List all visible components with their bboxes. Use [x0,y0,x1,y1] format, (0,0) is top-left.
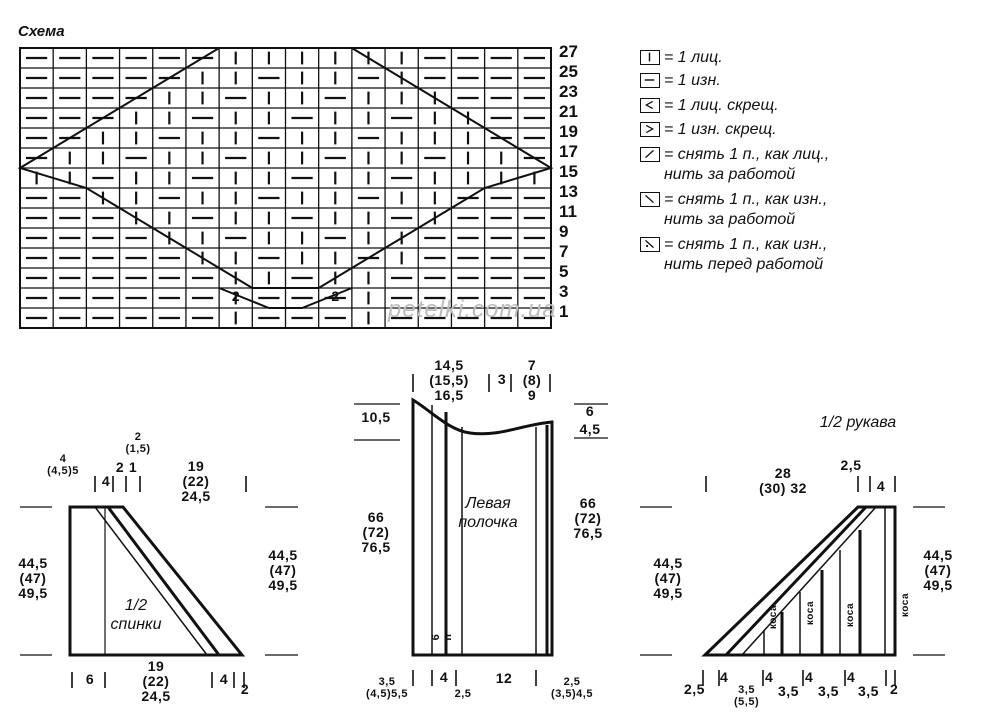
back-top-small-3: 1 [128,459,138,475]
row-number: 13 [559,182,578,201]
front-right-height: 66 (72) 76,5 [573,495,603,541]
row-number: 17 [559,142,578,161]
row-number: 23 [559,82,578,101]
sleeve-bottom-dim: 4 [720,669,729,685]
sleeve-right-height: 44,5 (47) 49,5 [923,547,953,593]
legend-text: = 1 изн. скрещ. [664,121,777,138]
back-top-right-dim: 19 (22) 24,5 [181,458,211,504]
back-bottom-left: 6 [85,671,95,687]
row-number: 7 [559,242,569,261]
row-number: 15 [559,162,578,181]
row-number: 9 [559,222,569,241]
back-top-small-1: 4 [101,473,111,489]
sleeve-band-line [741,506,877,656]
sleeve-band-label: коса [900,592,911,618]
back-bottom-right-2: 2 [240,681,250,697]
knit-symbol-icon [640,50,660,65]
slip-purl-front-symbol-icon [640,237,660,252]
back-right-height: 44,5 (47) 49,5 [268,547,298,593]
back-band-line [94,506,208,656]
sleeve-label: 1/2 рукава [819,414,897,431]
legend-item: = снять 1 п., как изн., нить за работой [640,190,827,230]
watermark: petelki.com.ua [388,296,557,323]
cable-cross-line [218,287,353,309]
back-label: 1/2 спинки [110,597,162,633]
sleeve-left-height: 44,5 (47) 49,5 [653,555,683,601]
legend-item: = снять 1 п., как изн., нить перед работ… [640,235,827,275]
sleeve-bottom-dim: 3,5 (5,5) [734,684,760,708]
sleeve-bottom-dim: 4 [847,669,856,685]
row-number: 25 [559,62,578,81]
front-top-dim-3: 7 (8) 9 [522,357,542,403]
sleeve-piece-outline [701,505,897,657]
slip-knit-symbol-icon [640,147,660,162]
legend-text: = снять 1 п., как лиц., нить за работой [664,146,830,183]
front-bottom-2: 4 [439,669,449,685]
sleeve-top-right-2: 4 [876,478,886,494]
row-number: 5 [559,262,569,281]
cable-diamond-outline [17,47,554,289]
front-top-dim-2: 3 [497,371,507,387]
legend-item: = 1 изн. [640,71,721,91]
legend-item: = 1 изн. скрещ. [640,120,777,140]
legend-item: = снять 1 п., как лиц., нить за работой [640,145,829,185]
sleeve-bottom-dim: 3,5 [818,683,839,699]
row-number: 27 [559,42,578,61]
front-left-height: 66 (72) 76,5 [361,509,391,555]
sleeve-bottom-dim: 4 [765,669,774,685]
back-top-mid-dim: 2 (1,5) [125,431,151,455]
back-bottom-mid: 19 (22) 24,5 [141,658,171,704]
legend-item: = 1 лиц. скрещ. [640,96,779,116]
front-label: Левая полочка [458,495,518,531]
grid-note-left: 2 [232,288,240,304]
front-bottom-5: 2,5 (3,5)4,5 [551,676,593,700]
grid-note-right: 2 [331,288,339,304]
sleeve-bottom-dim: 2 [890,681,899,697]
cross-knit-symbol-icon [640,98,660,113]
sleeve-bottom-dim: 3,5 [858,683,879,699]
sleeve-bottom-dim: 3,5 [778,683,799,699]
scheme-title: Схема [18,23,65,40]
front-right-top-1: 6 [585,403,595,419]
back-band-line [106,506,221,656]
back-top-small-2: 2 [115,459,125,475]
back-left-height: 44,5 (47) 49,5 [18,555,48,601]
slip-purl-symbol-icon [640,192,660,207]
back-top-left-dim: 4 (4,5)5 [47,453,79,477]
row-number: 11 [559,202,577,221]
front-bottom-3: 2,5 [454,688,472,700]
front-right-top-2: 4,5 [579,421,601,437]
legend-item: = 1 лиц. [640,48,723,68]
legend-text: = 1 лиц. скрещ. [664,97,779,114]
sleeve-top-dim: 28 (30) 32 [759,465,807,496]
sleeve-band-line [724,505,868,657]
sleeve-band-label: коса [768,604,779,630]
legend-text: = 1 изн. [664,72,721,89]
sleeve-bottom-dim: 4 [805,669,814,685]
legend-text: = 1 лиц. [664,49,723,66]
front-band-label: 6 п [430,633,454,641]
sleeve-bottom-dim: 2,5 [684,681,705,697]
back-bottom-right-1: 4 [219,671,229,687]
front-left-top: 10,5 [361,409,391,425]
sleeve-top-right-1: 2,5 [840,457,862,473]
row-number: 21 [559,102,578,121]
front-top-dim-1: 14,5 (15,5) 16,5 [429,357,469,403]
row-number: 19 [559,122,578,141]
front-bottom-1: 3,5 (4,5)5,5 [366,676,408,700]
row-number: 3 [559,282,569,301]
row-number: 1 [559,302,569,321]
sleeve-band-label: коса [805,600,816,626]
cross-purl-symbol-icon [640,122,660,137]
legend-text: = снять 1 п., как изн., нить перед работ… [664,236,828,273]
purl-symbol-icon [640,73,660,88]
sleeve-band-label: коса [845,602,856,628]
legend-text: = снять 1 п., как изн., нить за работой [664,191,828,228]
front-bottom-4: 12 [495,670,513,686]
